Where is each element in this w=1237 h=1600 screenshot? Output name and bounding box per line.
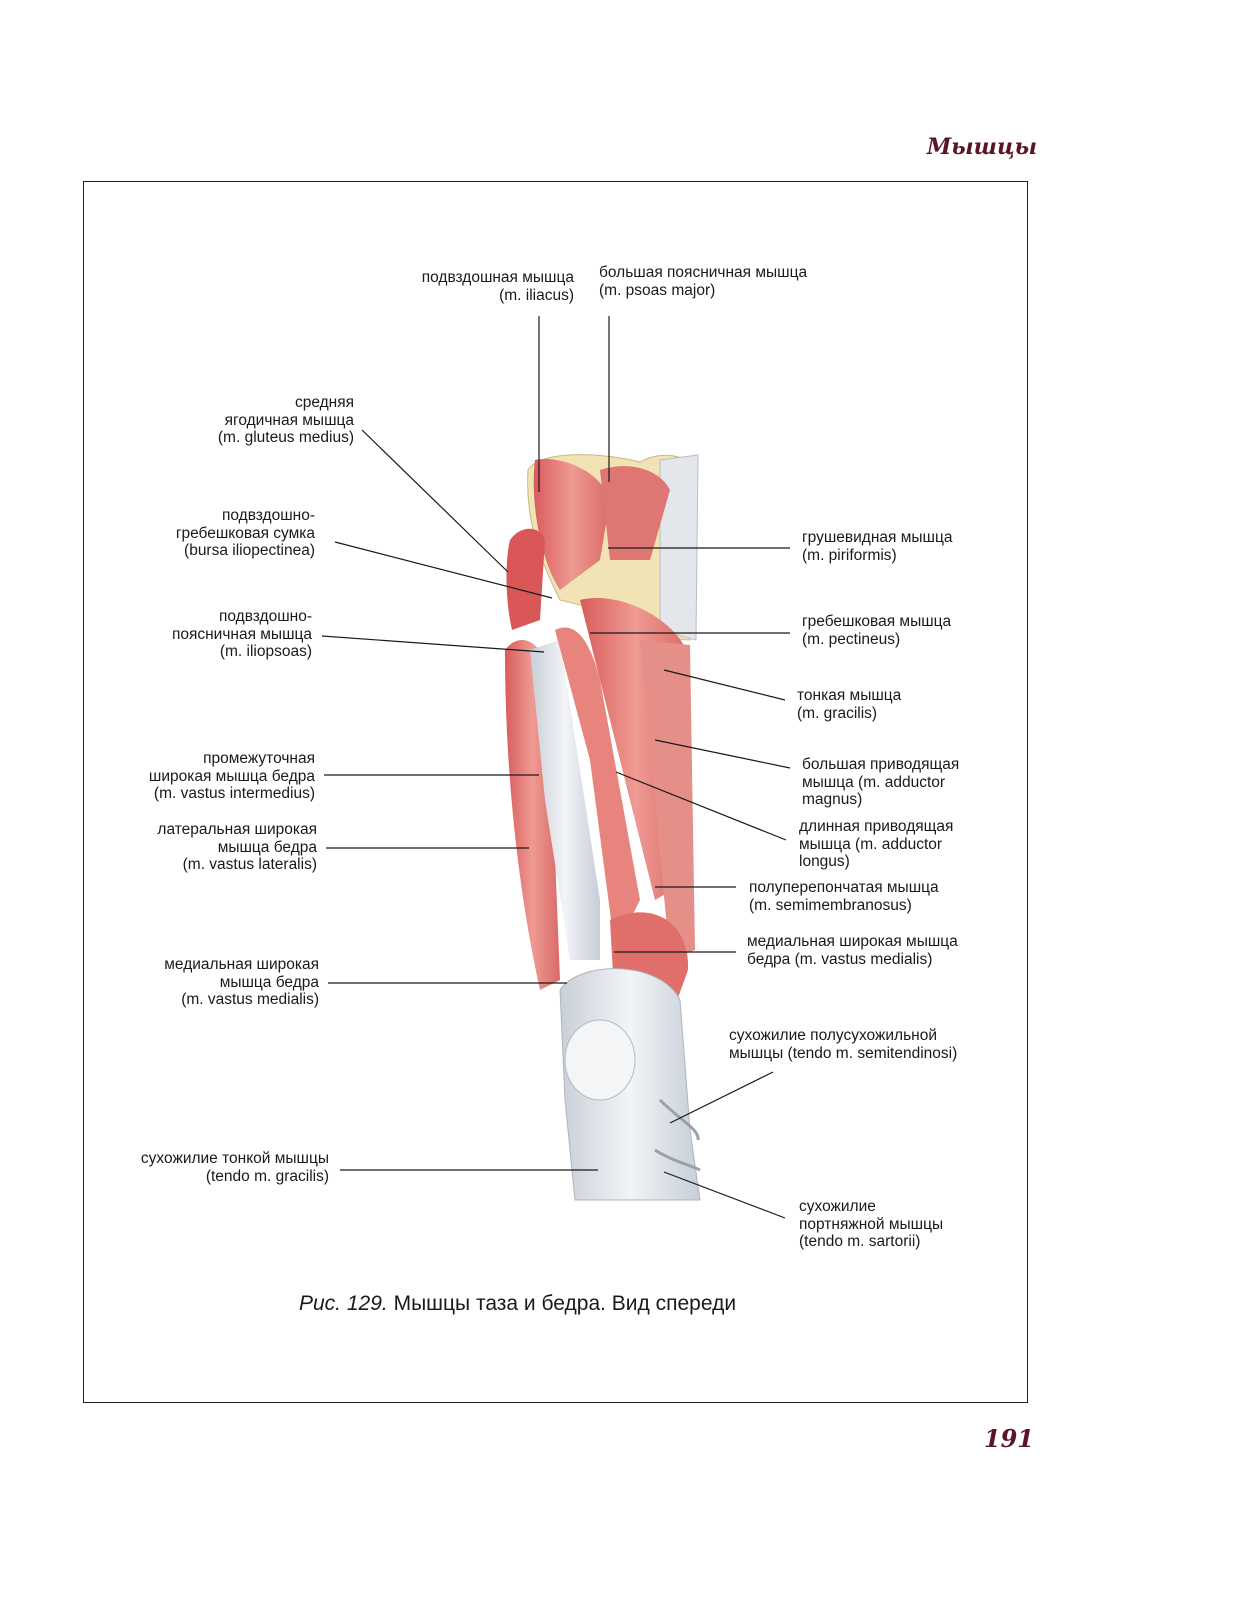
label-gracilis: тонкая мышца(m. gracilis): [797, 687, 902, 722]
label-iliopsoas: подвздошно-поясничная мышца(m. iliopsoas…: [171, 608, 312, 660]
rectus-intermedius: [530, 640, 600, 960]
label-pectineus: гребешковая мышца(m. pectineus): [802, 613, 952, 648]
running-header: Мышцы: [926, 134, 1037, 160]
figure-frame: [83, 181, 1028, 1403]
iliacus-muscle: [533, 459, 610, 590]
label-psoas-major: большая поясничная мышца(m. psoas major): [599, 264, 808, 299]
sartorius-muscle: [555, 627, 640, 950]
tendon-strands: [654, 1098, 701, 1172]
label-semimembranosus: полуперепончатая мышца(m. semimembranosu…: [749, 879, 939, 914]
gluteus-muscle: [506, 528, 545, 630]
psoas-muscle: [600, 466, 670, 560]
caption-number: Рис. 129.: [299, 1292, 388, 1315]
leader-lines: [321, 316, 791, 1219]
caption-text: Мышцы таза и бедра. Вид спереди: [393, 1292, 737, 1315]
page-number: 191: [983, 1424, 1034, 1453]
figure-caption: Рис. 129. Мышцы таза и бедра. Вид сперед…: [299, 1292, 736, 1316]
label-bursa-iliopectinea: подвздошно-гребешковая сумка(bursa iliop…: [175, 507, 315, 559]
label-tendo-gracilis: сухожилие тонкой мышцы(tendo m. gracilis…: [140, 1150, 329, 1185]
label-iliacus: подвздошная мышца(m. iliacus): [421, 269, 574, 304]
gracilis-muscle: [640, 640, 695, 960]
label-piriformis: грушевидная мышца(m. piriformis): [802, 529, 953, 564]
patella: [564, 1019, 636, 1101]
